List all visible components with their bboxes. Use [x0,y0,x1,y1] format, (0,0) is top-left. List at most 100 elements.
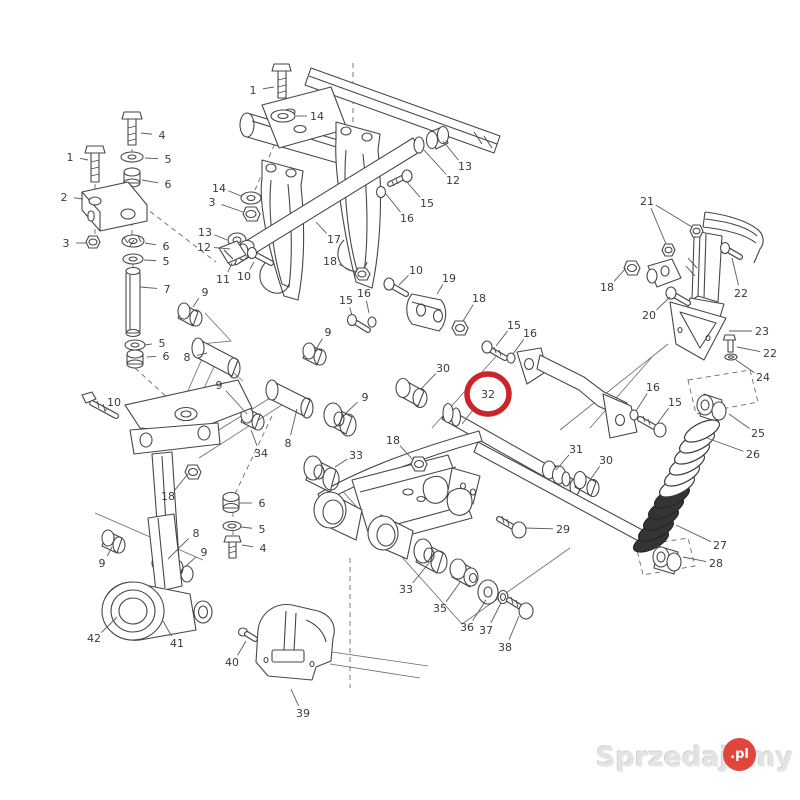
part-label-2: 2 [61,191,68,204]
leader-line [213,247,231,250]
leader-line [250,429,258,446]
part-label-3: 3 [209,196,216,209]
arm-clamp-left [246,246,290,294]
part-label-17: 17 [327,233,341,246]
bushing-33b [413,538,448,574]
bolt-15c [481,340,508,361]
bolt-10a [246,246,274,266]
bolt-4b [223,535,242,559]
leader-line [655,204,693,228]
part-label-22: 22 [763,347,777,360]
nut-21a [689,224,704,238]
frame-crossmember [239,63,501,167]
part-label-12: 12 [197,241,211,254]
part-label-13: 13 [458,160,472,173]
part-label-20: 20 [642,309,656,322]
part-label-9: 9 [99,557,106,570]
part-label-28: 28 [709,557,723,570]
part-label-16: 16 [646,381,660,394]
part-label-5: 5 [163,255,170,268]
leader-line [314,338,323,352]
part-label-15: 15 [507,319,521,332]
part-label-32-highlighted: 32 [481,388,495,401]
bolt-15d [637,415,667,438]
leader-line [349,307,353,316]
screw-40 [237,627,258,642]
leader-line [338,263,357,274]
swingarm-boss-front [313,491,363,541]
leader-line [423,149,447,175]
part-label-18: 18 [161,490,175,503]
part-label-15: 15 [668,396,682,409]
leader-lines [73,86,761,707]
part-label-18: 18 [323,255,337,268]
bolt-22a [719,241,743,260]
leader-line [237,640,247,656]
nut-21b [661,243,676,257]
carrier-bore-42 [110,589,156,633]
leader-line [290,408,298,436]
spacer-6d [222,491,240,514]
bushing-9a [177,302,203,327]
leader-line [139,286,158,289]
leader-line [344,401,358,415]
part-label-5: 5 [259,523,266,536]
part-label-26: 26 [746,448,760,461]
leader-line [524,527,554,530]
part-label-18: 18 [472,292,486,305]
leader-line [262,86,275,90]
bolt-10c [81,391,119,419]
washer-5b [122,253,144,265]
a-arm-apex-plate [124,379,253,433]
leader-line [240,526,253,529]
part-label-33: 33 [399,583,413,596]
swingarm-clamps [422,467,481,516]
bolt-38 [506,596,534,620]
bushing-13b [425,125,450,150]
part-label-10: 10 [409,264,423,277]
leader-line [174,473,189,491]
leader-line [512,338,525,355]
leader-line [736,346,761,353]
link-block-20 [646,258,682,288]
shock-top-eye [696,393,727,423]
nut-18c [451,320,469,336]
leader-line [228,190,242,197]
spacer-6c [126,349,144,369]
bolt-22b [722,334,737,353]
part-label-22: 22 [734,287,748,300]
nut-3b [242,206,261,222]
part-label-6: 6 [165,178,172,191]
leader-line [656,296,671,311]
carrier-top-bracket [147,513,183,593]
leader-line [445,580,462,602]
bolt-1-left [84,145,106,183]
part-label-23: 23 [755,325,769,338]
leader-line [398,274,409,286]
nut-18e [184,464,202,480]
leader-line [144,343,153,346]
leader-line [167,538,189,560]
part-label-24: 24 [756,371,770,384]
swingarm-boss-rear [367,514,414,560]
part-label-9: 9 [325,326,332,339]
part-label-30: 30 [599,454,613,467]
part-label-5: 5 [165,153,172,166]
post-clevis [129,422,221,455]
stabilizer-bar [481,340,667,439]
arm-clamp-right [337,169,413,281]
part-label-9: 9 [362,391,369,404]
leader-line [225,390,248,415]
bushing-33a [303,455,340,493]
part-label-42: 42 [87,632,101,645]
nut-18b [354,267,371,281]
spacer-6a [123,167,141,188]
leader-line [731,257,739,286]
part-label-14: 14 [212,182,226,195]
leader-line [706,437,744,452]
part-label-35: 35 [433,602,447,615]
leader-line [405,180,421,198]
shock-absorber [632,393,727,575]
watermark-suffix: .pl [730,747,749,762]
